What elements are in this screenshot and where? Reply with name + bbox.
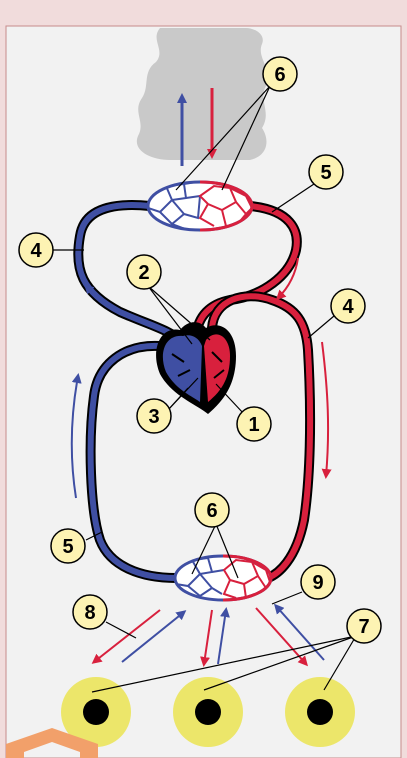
svg-text:9: 9	[312, 572, 323, 594]
label-6-top: 6	[263, 57, 297, 91]
svg-text:1: 1	[248, 414, 259, 436]
label-6-bottom: 6	[195, 493, 229, 527]
svg-text:6: 6	[206, 500, 217, 522]
svg-text:6: 6	[274, 64, 285, 86]
label-2: 2	[127, 255, 161, 289]
svg-text:5: 5	[320, 162, 331, 184]
svg-text:4: 4	[30, 240, 42, 262]
label-5-bottom: 5	[51, 529, 85, 563]
svg-text:5: 5	[62, 536, 73, 558]
label-3: 3	[137, 399, 171, 433]
systemic-capillary-bed	[175, 556, 271, 600]
label-1: 1	[237, 407, 271, 441]
label-7: 7	[347, 609, 381, 643]
svg-text:2: 2	[138, 262, 149, 284]
svg-text:7: 7	[358, 616, 369, 638]
body-cell-icon	[285, 677, 355, 747]
pulmonary-capillary-bed	[148, 182, 252, 230]
svg-text:8: 8	[84, 602, 95, 624]
label-9: 9	[301, 565, 335, 599]
label-8: 8	[73, 595, 107, 629]
svg-text:3: 3	[148, 406, 159, 428]
svg-text:4: 4	[342, 296, 354, 318]
label-4-left: 4	[19, 233, 53, 267]
body-cell-icon	[173, 677, 243, 747]
label-4-right: 4	[331, 289, 365, 323]
label-5-top: 5	[309, 155, 343, 189]
